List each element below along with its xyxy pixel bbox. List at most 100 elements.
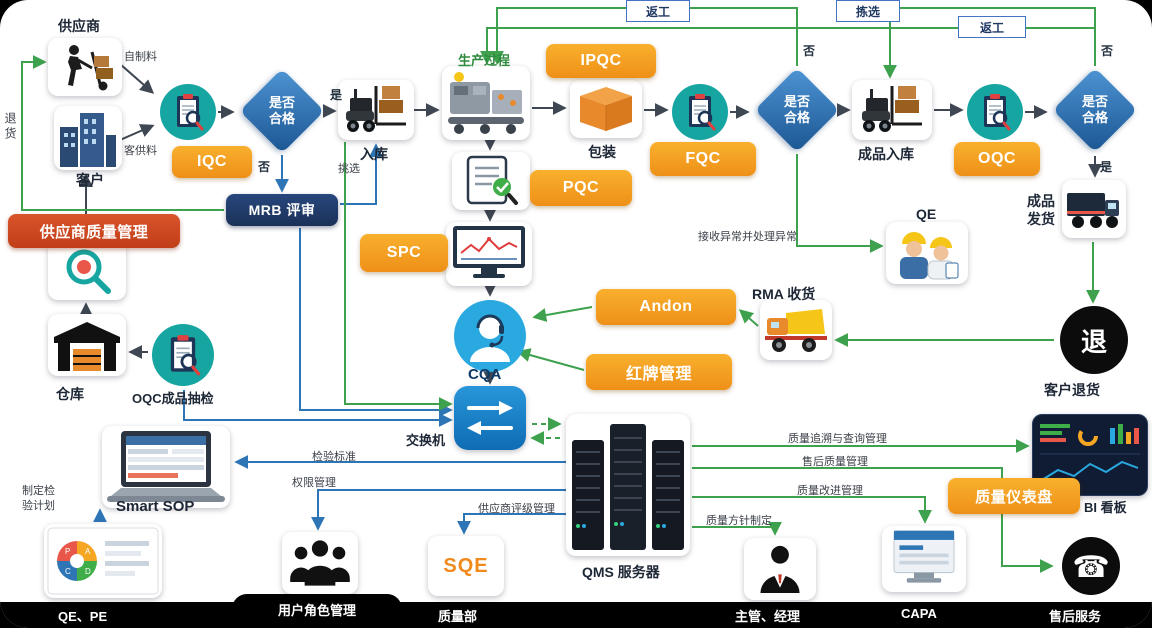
iqc-badge: IQC: [172, 146, 252, 178]
cqa-agent-icon: [452, 298, 528, 374]
oqc-sampling-icon: [152, 324, 214, 386]
oqc-badge: OQC: [954, 142, 1040, 176]
improve-note: 质量改进管理: [797, 485, 863, 497]
rework-label-2: 返工: [958, 16, 1026, 38]
rework-text: 返工: [645, 4, 670, 19]
oqc-sampling-label: OQC成品抽检: [132, 391, 214, 406]
rating-note: 供应商评级管理: [478, 503, 555, 515]
smart-sop-laptop-icon: [102, 426, 230, 508]
supplier-quality-badge: 供应商质量管理: [8, 214, 180, 248]
manager-label: 主管、经理: [735, 609, 801, 624]
pick-label: 拣选: [836, 0, 900, 22]
user-roles-people-icon: [282, 532, 358, 594]
qe-pe-label: QE、PE: [58, 609, 108, 624]
fqc-badge: FQC: [650, 142, 756, 176]
decision-text: 是否合格: [268, 94, 295, 126]
svg-text:D: D: [85, 567, 91, 576]
qe-label: QE: [916, 206, 937, 222]
manager-person-icon: [744, 538, 816, 600]
rma-label: RMA 收货: [752, 286, 816, 302]
packing-box-icon: [570, 80, 642, 138]
customer-material-label: 客供料: [124, 145, 157, 157]
bi-label: BI 看板: [1084, 500, 1127, 515]
standard-note: 检验标准: [312, 451, 356, 463]
self-material-label: 自制料: [124, 51, 157, 63]
pqc-badge: PQC: [530, 170, 632, 206]
permission-note: 权限管理: [292, 477, 336, 489]
svg-text:C: C: [65, 567, 71, 576]
shipping-truck-icon: [1062, 180, 1126, 238]
yes-label-3: 是: [1100, 160, 1113, 174]
rework-text: 返工: [979, 20, 1004, 35]
cqa-label: CQA: [468, 366, 502, 383]
production-label: 生产过程: [458, 53, 511, 68]
sqe-label: SQE: [443, 554, 489, 577]
policy-note: 质量方针制定: [706, 515, 772, 527]
pick-text: 拣选: [855, 4, 880, 19]
spc-badge: SPC: [360, 234, 448, 272]
warehouse-in-label: 入库: [360, 146, 388, 162]
supplier-label: 供应商: [58, 18, 100, 34]
iqc-inspection-icon: [160, 84, 216, 140]
user-role-pill: 用户角色管理: [232, 594, 402, 624]
decision-fqc: 是否合格: [753, 66, 841, 154]
rework-label-1: 返工: [626, 0, 690, 22]
warehouse-icon: [48, 314, 126, 376]
after-sales-phone-icon: ☎: [1056, 534, 1126, 598]
yes-label-1: 是: [330, 88, 343, 102]
supplier-audit-magnifier-icon: [48, 240, 126, 300]
return-goods-label: 退货: [3, 112, 17, 142]
rma-truck-icon: [760, 300, 832, 360]
after-sales-label: 售后服务: [1049, 609, 1102, 624]
capa-monitor-icon: [882, 526, 966, 592]
svg-text:☎: ☎: [1072, 550, 1109, 585]
fqc-inspection-icon: [672, 84, 728, 140]
qms-server-icon: [566, 414, 690, 556]
warehouse-label: 仓库: [56, 386, 84, 402]
ipqc-badge: IPQC: [546, 44, 656, 78]
pqc-document-icon: [452, 152, 530, 210]
svg-text:P: P: [65, 547, 70, 556]
capa-label: CAPA: [901, 606, 937, 621]
exception-note: 接收异常并处理异常: [698, 231, 797, 243]
return-circle-icon: 退: [1060, 306, 1128, 374]
production-machine-icon: [442, 66, 530, 140]
red-tag-badge: 红牌管理: [586, 354, 732, 390]
oqc-inspection-icon: [967, 84, 1023, 140]
sorting-label: 挑选: [338, 163, 360, 175]
switch-label: 交换机: [406, 433, 446, 448]
no-label-1: 否: [258, 160, 271, 174]
customer-label: 客户: [76, 172, 104, 188]
supplier-worker-icon: [48, 38, 122, 96]
customer-return-label: 客户退货: [1044, 382, 1100, 398]
pdca-card-icon: A D C P: [44, 524, 162, 598]
decision-oqc: 是否合格: [1051, 66, 1139, 154]
dashboard-badge: 质量仪表盘: [948, 478, 1080, 514]
svg-text:A: A: [85, 547, 91, 556]
fg-warehouse-label: 成品入库: [858, 146, 914, 162]
return-char: 退: [1080, 326, 1107, 357]
switch-icon: [454, 386, 526, 450]
sqe-card: SQE: [428, 536, 504, 596]
smart-sop-label: Smart SOP: [116, 498, 195, 515]
fg-warehouse-forklift-icon: [852, 80, 932, 140]
trace-note: 质量追溯与查询管理: [788, 433, 887, 445]
decision-iqc: 是否合格: [238, 67, 326, 155]
spc-monitor-icon: [446, 222, 532, 286]
aftersale-note: 售后质量管理: [802, 456, 868, 468]
qe-engineers-icon: [886, 222, 968, 284]
packing-label: 包装: [588, 144, 616, 160]
no-label-3: 否: [1101, 44, 1114, 58]
customer-building-icon: [54, 106, 122, 170]
decision-text: 是否合格: [783, 93, 810, 125]
no-label-2: 否: [803, 44, 816, 58]
decision-text: 是否合格: [1081, 93, 1108, 125]
bottom-bar: [0, 602, 1152, 628]
qms-server-label: QMS 服务器: [582, 564, 660, 580]
plan-note: 制定检验计划: [22, 485, 55, 512]
andon-badge: Andon: [596, 289, 736, 325]
warehouse-in-forklift-icon: [338, 80, 414, 140]
mrb-badge: MRB 评审: [226, 194, 338, 226]
